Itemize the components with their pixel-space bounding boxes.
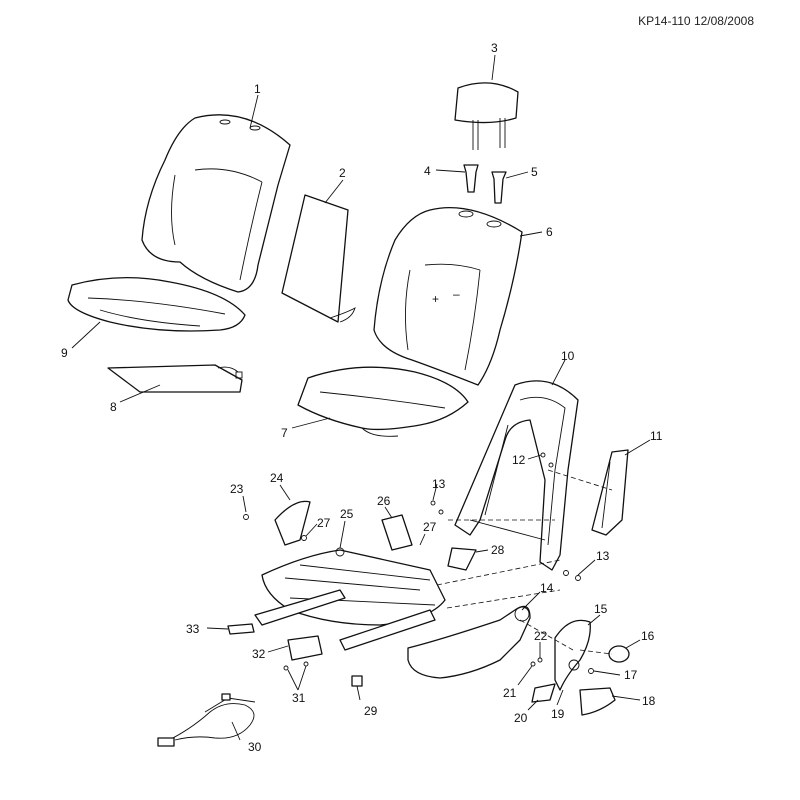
callout-20: 20 [514,711,528,725]
callout-13-lower: 13 [596,549,610,563]
callout-33: 33 [186,622,200,636]
cushion-heater-mat [107,364,243,393]
callout-numbers: 1 2 3 4 5 6 7 8 9 10 11 12 13 13 14 15 1… [61,41,663,754]
seat-tracks [254,589,436,651]
callout-17: 17 [624,668,638,682]
callout-24: 24 [270,471,284,485]
callout-16: 16 [641,629,655,643]
seat-belt-buckle [243,500,311,546]
head-restraint [454,82,519,150]
callout-1: 1 [254,82,261,96]
document-reference: KP14-110 12/08/2008 [638,14,754,28]
seat-back-pad [281,194,356,323]
recliner-cover [554,619,591,691]
callout-3: 3 [491,41,498,55]
callout-31: 31 [292,691,306,705]
callout-9: 9 [61,346,68,360]
callout-25: 25 [340,507,354,521]
callout-23: 23 [230,482,244,496]
seat-back-cover-assembled: + – [373,207,523,386]
callout-5: 5 [531,165,538,179]
seat-back-cover [141,114,291,293]
fasteners [530,657,594,674]
seat-base-brackets [381,514,477,571]
seat-back-side-trim [591,449,629,536]
callout-6: 6 [546,225,553,239]
callout-14: 14 [540,581,554,595]
adjuster-handle [227,623,255,635]
screws [430,452,581,581]
callout-19: 19 [551,707,565,721]
side-shield-end [579,687,616,716]
callout-32: 32 [252,647,266,661]
callout-30: 30 [248,740,262,754]
callout-15: 15 [594,602,608,616]
callout-18: 18 [642,694,656,708]
callout-7: 7 [281,426,288,440]
callout-27-right: 27 [423,520,437,534]
svg-text:–: – [453,287,460,301]
callout-26: 26 [377,494,391,508]
callout-11: 11 [650,429,663,443]
callout-10: 10 [561,349,575,363]
callout-12: 12 [512,453,526,467]
callout-4: 4 [424,164,431,178]
seat-cushion-cover [67,277,246,332]
callout-22: 22 [534,629,548,643]
recliner-knob-cap [608,645,630,663]
seat-cushion-cover-assembled [297,366,469,437]
outer-side-shield [407,605,531,679]
lever-trim [531,683,556,703]
callout-21: 21 [503,686,517,700]
track-clip [351,675,363,687]
callout-2: 2 [339,166,346,180]
seat-back-frame [454,380,579,571]
callout-29: 29 [364,704,378,718]
callout-28: 28 [491,543,505,557]
leader-lines [71,54,651,741]
head-restraint-guides [463,164,507,204]
alignment-lines [436,469,613,655]
callout-13-upper: 13 [432,477,446,491]
callout-27-left: 27 [317,516,331,530]
control-module [283,635,323,671]
svg-text:+: + [432,292,439,306]
wiring-harness [157,693,256,747]
callout-8: 8 [110,400,117,414]
